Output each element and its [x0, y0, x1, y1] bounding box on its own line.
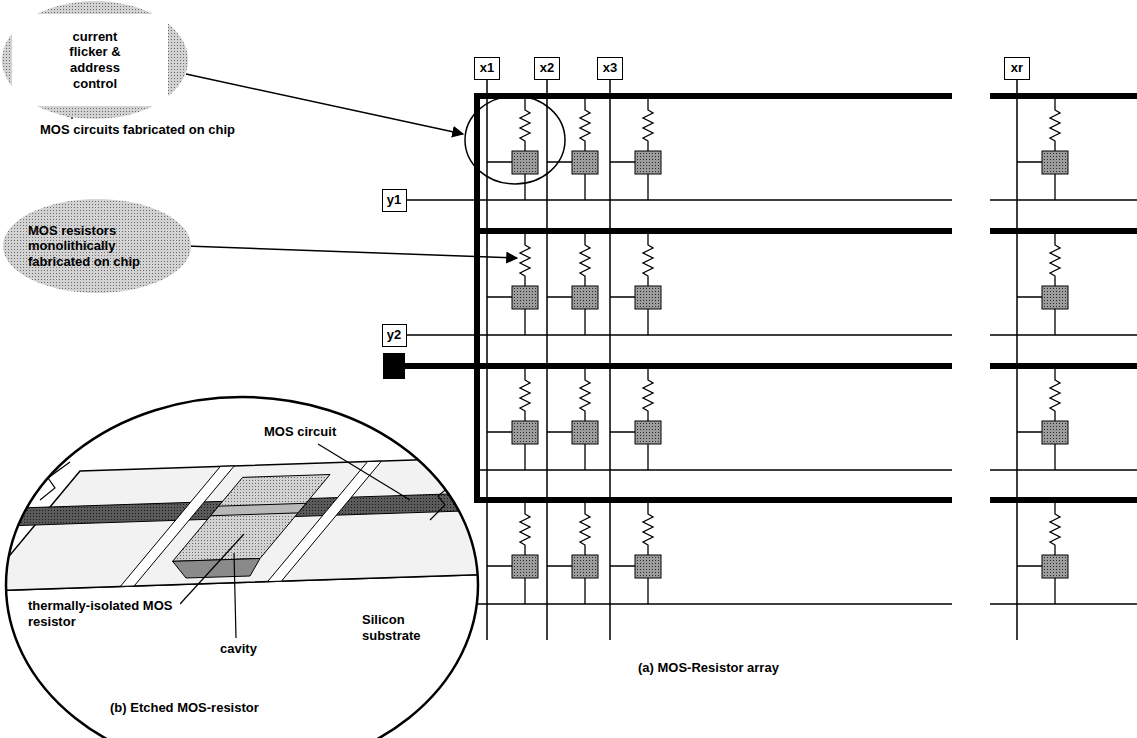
leader-line — [234, 553, 236, 638]
leader-line — [318, 444, 410, 500]
callout-arrow — [186, 74, 463, 134]
mos-resistor — [211, 503, 306, 515]
callout-shading — [2, 1, 188, 119]
signal-box: x3 — [597, 57, 623, 80]
signal-box: y2 — [382, 324, 407, 347]
node-text: x1 — [480, 60, 494, 76]
resistor-cell — [547, 369, 598, 470]
label-anchor: (a) MOS-Resistor array — [636, 660, 781, 676]
cavity-wall — [173, 559, 260, 579]
node-shape — [6, 397, 478, 738]
callout-box: current flicker & address controlMOS cir… — [0, 0, 190, 120]
node-text: x3 — [603, 60, 617, 76]
part-label: Silicon substrate — [360, 612, 452, 643]
bus-terminal — [383, 353, 405, 379]
figure-label: (a) MOS-Resistor array — [636, 660, 781, 676]
resistor-cell — [610, 234, 661, 335]
column-wire — [487, 70, 1017, 640]
part-label: thermally-isolated MOS resistor — [26, 598, 180, 629]
resistor-cell — [487, 234, 538, 335]
label-anchor: Silicon substrate — [360, 612, 452, 643]
label-anchor: MOS circuit — [262, 424, 338, 440]
node-text: current flicker & address control — [52, 29, 138, 91]
resistor-cell — [487, 99, 538, 200]
resistor-cell — [487, 503, 538, 604]
node-text: y1 — [387, 192, 401, 208]
power-bus — [394, 93, 1137, 503]
metal-line — [268, 461, 382, 581]
callout-ellipse: MOS resistors monolithically fabricated … — [2, 198, 192, 294]
node-caption: MOS circuits fabricated on chip — [40, 122, 190, 138]
callout-ellipse-shape — [3, 199, 191, 293]
metal-line — [120, 466, 234, 586]
row-wire — [394, 200, 1137, 604]
signal-box: x2 — [534, 57, 560, 80]
signal-box: xr — [1004, 57, 1030, 80]
node-text: MOS resistors monolithically fabricated … — [28, 223, 178, 270]
resistor-cell — [610, 99, 661, 200]
resistor-array — [383, 70, 1137, 640]
detail-ellipse-outline — [6, 397, 478, 738]
node-text: x2 — [540, 60, 554, 76]
highlight-ellipse — [465, 96, 565, 184]
callout-panel — [12, 14, 168, 106]
resistor-cell — [610, 369, 661, 470]
callout-arrow — [186, 246, 517, 258]
label-anchor: thermally-isolated MOS resistor — [26, 598, 180, 629]
signal-box: x1 — [474, 57, 500, 80]
resistor-cell — [547, 503, 598, 604]
leader-lines — [180, 444, 410, 638]
substrate-front — [0, 574, 500, 738]
part-label: cavity — [218, 641, 259, 657]
etched-resistor-illustration — [0, 454, 600, 738]
detail-ellipse: (b) Etched MOS-resistor — [6, 397, 478, 738]
node-text: xr — [1011, 60, 1023, 76]
resistor-cell — [487, 369, 538, 470]
resistor-cell — [610, 503, 661, 604]
signal-box: y1 — [382, 189, 407, 212]
part-label: MOS circuit — [262, 424, 338, 440]
label-anchor: cavity — [218, 641, 259, 657]
resistor-cell — [1017, 369, 1068, 470]
resistor-cell — [547, 234, 598, 335]
node-text: (b) Etched MOS-resistor — [110, 700, 478, 716]
resistor-cell — [1017, 234, 1068, 335]
resistor-cell — [1017, 503, 1068, 604]
resistor-cell — [1017, 99, 1068, 200]
node-text: y2 — [387, 327, 401, 343]
